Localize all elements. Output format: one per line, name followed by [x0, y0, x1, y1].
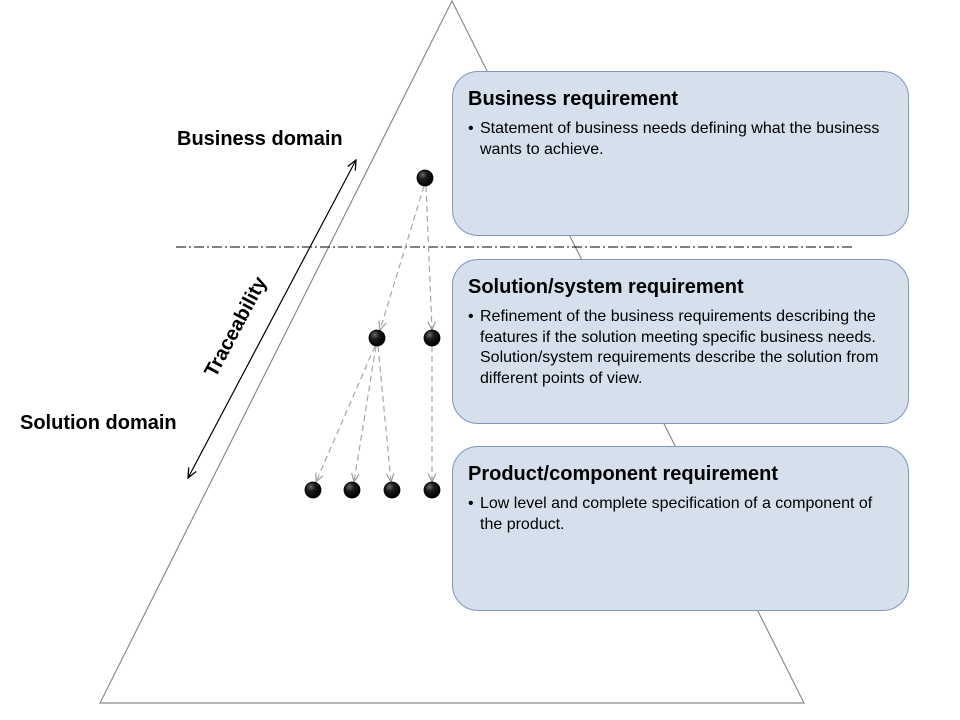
arrow-solution-to-product-1	[316, 345, 376, 482]
arrow-business-to-solution-2	[425, 185, 432, 330]
business-domain-label: Business domain	[177, 128, 343, 150]
bullet-icon: •	[468, 495, 474, 512]
product-requirement-box: Product/component requirement • Low leve…	[452, 446, 909, 611]
product-requirement-title: Product/component requirement	[468, 463, 779, 485]
solution-requirement-description: Refinement of the business requirements …	[480, 308, 879, 387]
arrow-solution-to-product-2	[354, 345, 377, 482]
hierarchy-arrows	[316, 185, 432, 482]
node-solution-2	[423, 329, 441, 347]
arrow-business-to-solution-1	[380, 185, 425, 330]
business-requirement-description: Statement of business needs defining wha…	[480, 120, 880, 158]
bullet-icon: •	[468, 308, 474, 325]
product-requirement-description: Low level and complete specification of …	[480, 495, 873, 533]
requirement-nodes	[304, 169, 441, 499]
node-solution-1	[368, 329, 386, 347]
node-business	[416, 169, 434, 187]
business-requirement-bullet: • Statement of business needs defining w…	[468, 119, 892, 160]
product-requirement-bullet: • Low level and complete specification o…	[468, 494, 892, 535]
node-product-3	[383, 481, 401, 499]
bullet-icon: •	[468, 120, 474, 137]
arrow-solution-to-product-3	[377, 345, 391, 482]
traceability-arrow	[188, 160, 356, 478]
business-requirement-box: Business requirement • Statement of busi…	[452, 71, 909, 236]
node-product-4	[423, 481, 441, 499]
node-product-1	[304, 481, 322, 499]
solution-requirement-bullet: • Refinement of the business requirement…	[468, 307, 892, 389]
solution-domain-label: Solution domain	[20, 412, 177, 434]
business-requirement-title: Business requirement	[468, 88, 679, 110]
solution-requirement-title: Solution/system requirement	[468, 276, 744, 298]
solution-requirement-box: Solution/system requirement • Refinement…	[452, 259, 909, 424]
node-product-2	[343, 481, 361, 499]
